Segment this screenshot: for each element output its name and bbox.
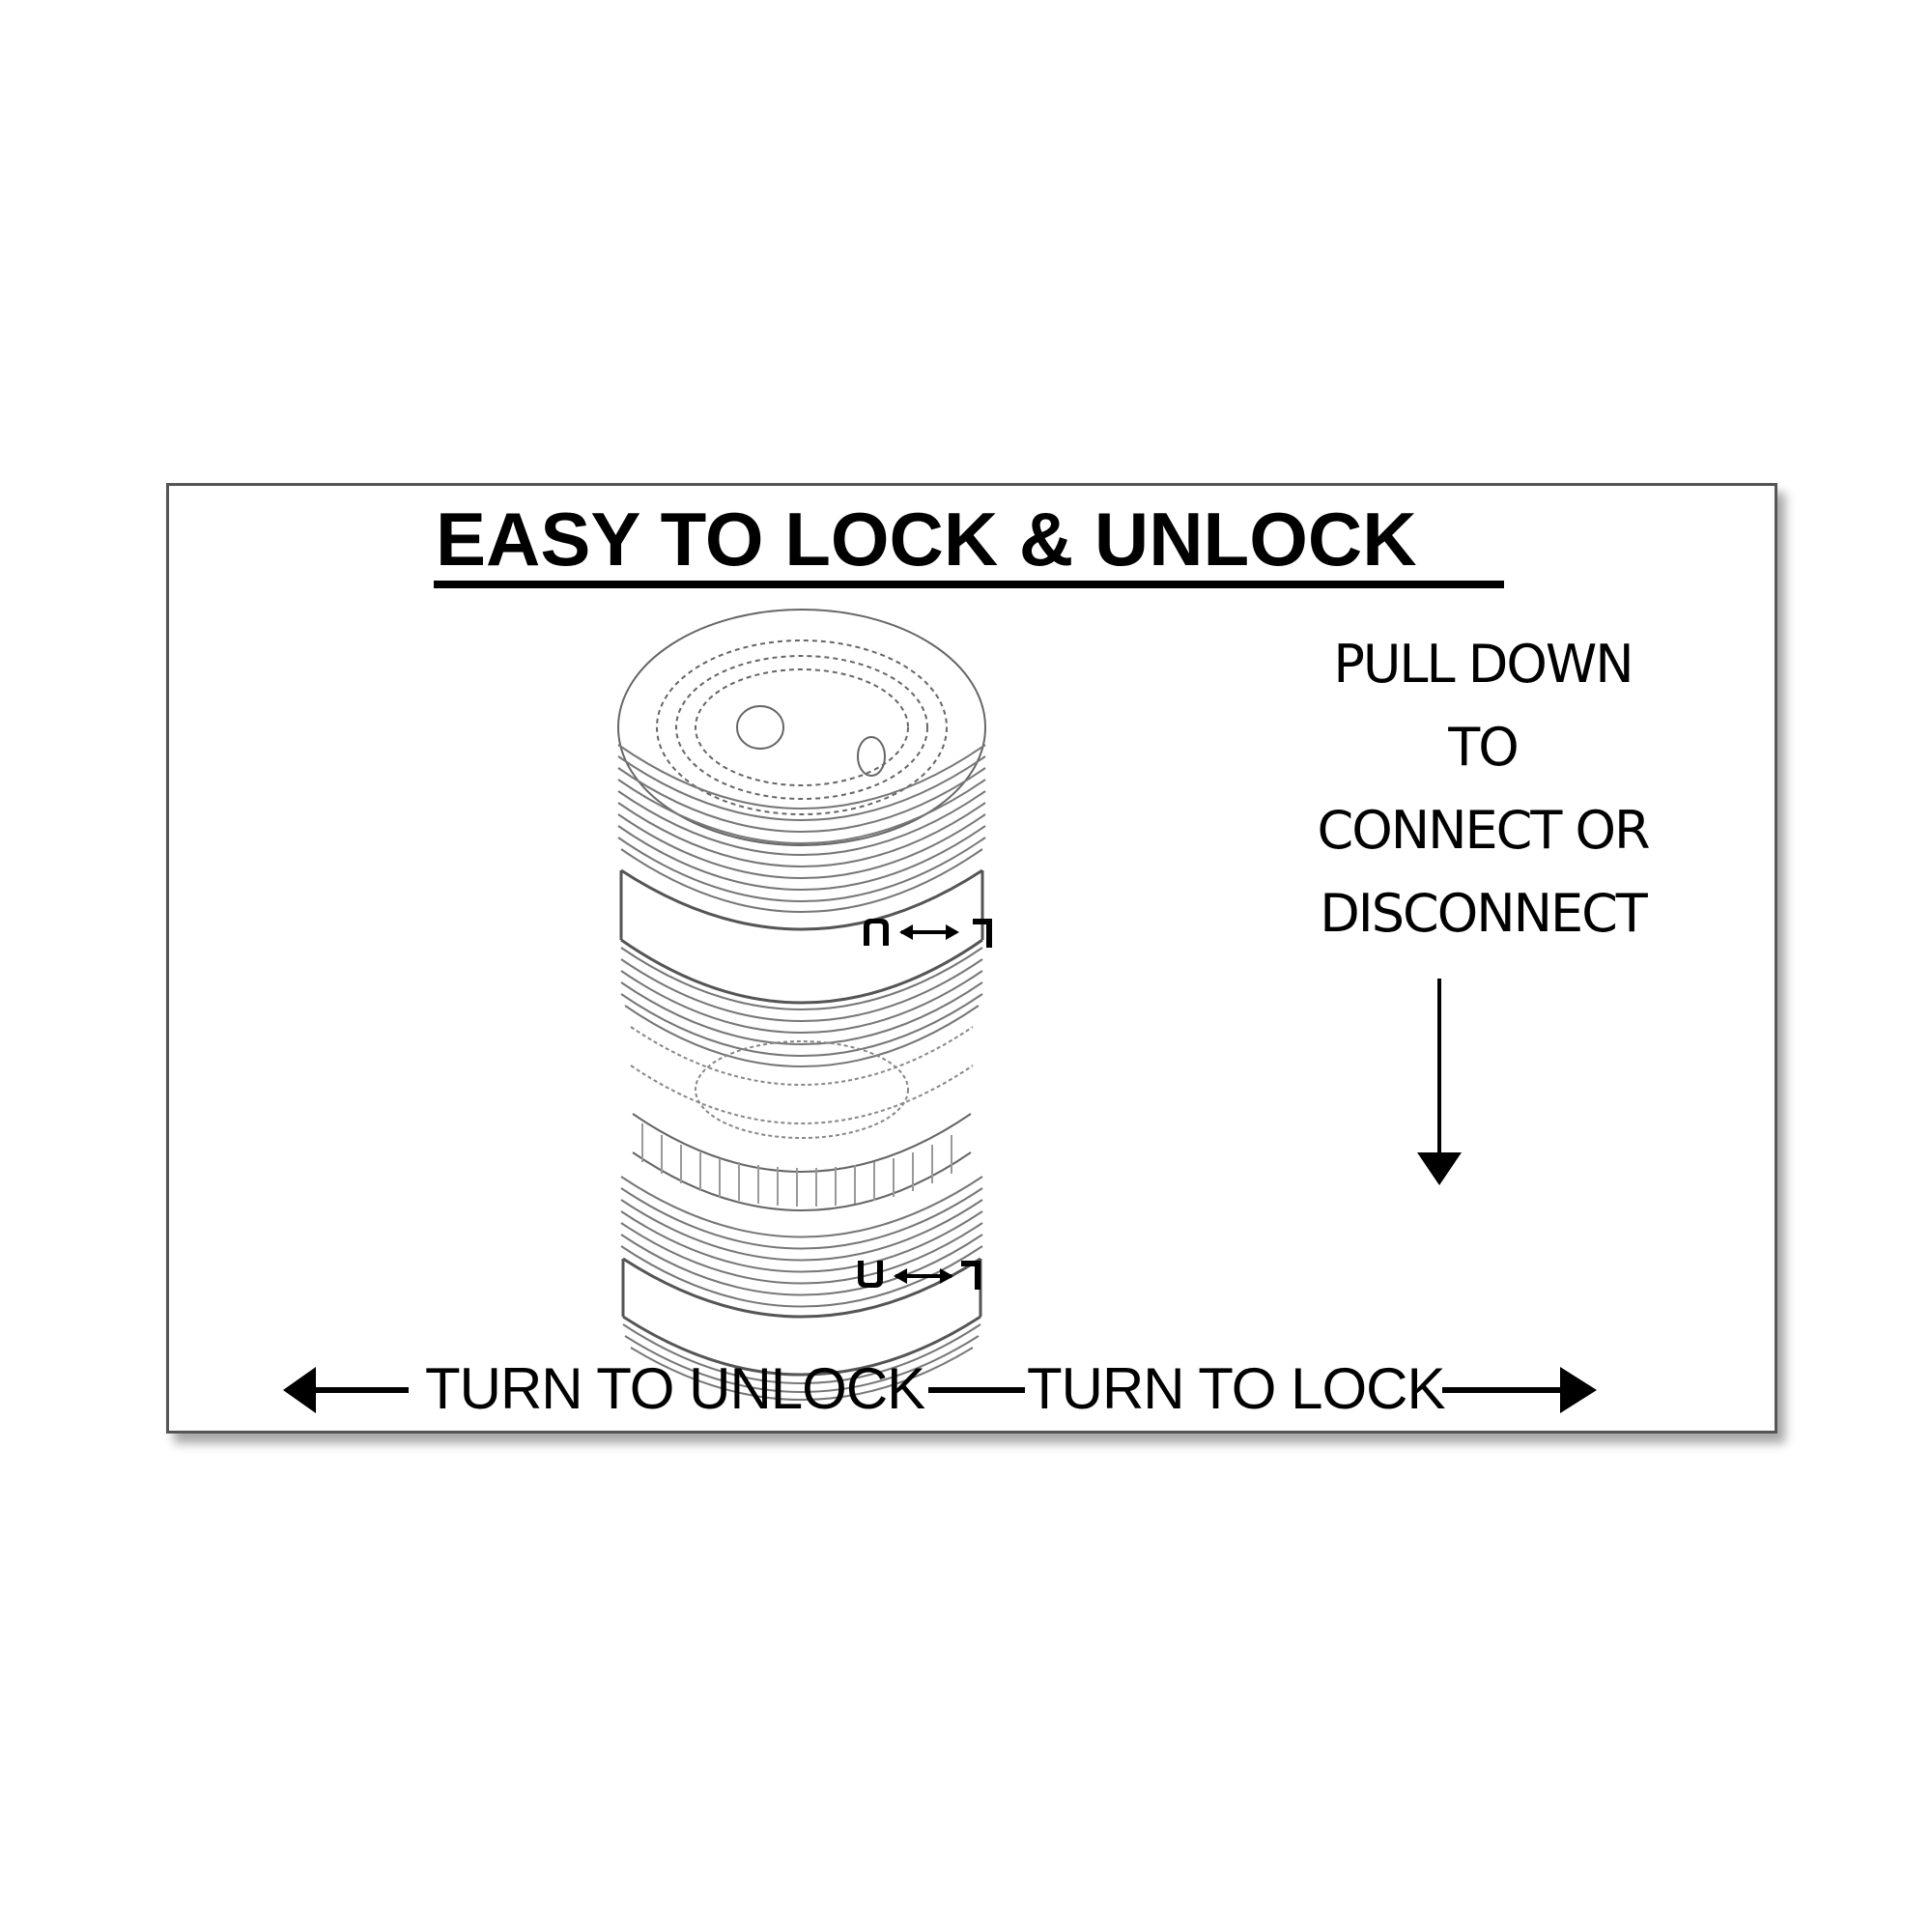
left-arrow-icon — [283, 1367, 409, 1413]
down-arrow-icon — [1417, 979, 1462, 1185]
upper-lock-band-label — [864, 919, 992, 948]
instruction-line-4: DISCONNECT — [1320, 883, 1648, 944]
knurled-collar — [632, 1113, 972, 1211]
turn-instructions: TURN TO UNLOCK TURN TO LOCK — [169, 1355, 1780, 1433]
instruction-line-3: CONNECT OR — [1317, 800, 1651, 861]
right-arrow-icon — [1442, 1367, 1597, 1413]
pull-down-instruction: PULL DOWN TO CONNECT OR DISCONNECT — [1241, 623, 1724, 955]
card-title: EASY TO LOCK & UNLOCK — [436, 497, 1417, 582]
lower-thread-rings — [620, 1176, 983, 1308]
instruction-card: EASY TO LOCK & UNLOCK — [166, 483, 1777, 1434]
title-underline — [434, 581, 1504, 588]
instruction-line-2: TO — [1448, 717, 1520, 778]
instruction-line-1: PULL DOWN — [1333, 634, 1634, 695]
turn-to-lock-label: TURN TO LOCK — [1027, 1356, 1446, 1421]
coupler-port-2 — [857, 736, 886, 777]
quick-coupler-illustration — [617, 609, 992, 1401]
coupler-port-1 — [736, 705, 784, 750]
divider-line — [928, 1387, 1025, 1393]
base-thread-rings — [622, 1323, 981, 1401]
middle-thread-rings — [620, 947, 983, 1067]
upper-thread-rings — [617, 744, 986, 913]
turn-to-unlock-label: TURN TO UNLOCK — [425, 1356, 925, 1421]
lower-lock-band-label — [858, 1261, 980, 1290]
coupler-top-inner — [656, 639, 948, 815]
coupler-top-rim — [617, 609, 986, 846]
